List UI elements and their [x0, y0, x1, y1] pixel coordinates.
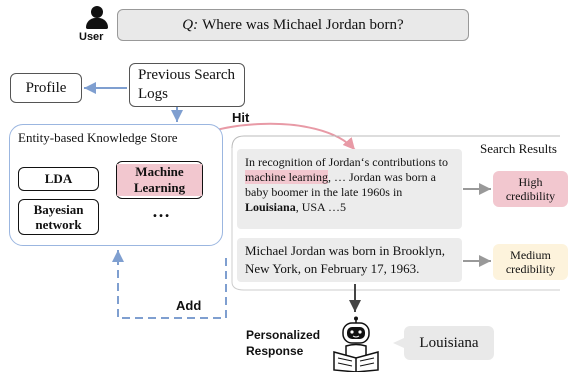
search-results-bracket-lower — [231, 148, 560, 291]
add-feedback-arrow — [112, 250, 227, 319]
knowledge-store-title: Entity-based Knowledge Store — [18, 130, 178, 145]
user-icon — [91, 6, 103, 18]
query-text: Where was Michael Jordan born? — [202, 16, 404, 33]
personalized-response-label: Personalized Response — [246, 328, 321, 358]
query-prefix: Q: — [182, 16, 199, 33]
entity-lda: LDA — [18, 167, 99, 191]
bold-louisiana: Louisiana — [245, 200, 296, 214]
entity-ellipsis: … — [152, 201, 170, 221]
profile-label: Profile — [25, 79, 67, 96]
search-logs-label: Previous Search Logs — [138, 67, 236, 102]
medium-credibility-badge: Medium credibility — [493, 244, 568, 280]
user-avatar — [85, 6, 109, 32]
answer-bubble: Louisiana — [404, 326, 494, 360]
highlight-machine-learning: machine learning — [245, 170, 328, 184]
knowledge-store: Entity-based Knowledge Store LDA Machine… — [9, 124, 223, 246]
robot-reading-icon — [333, 316, 379, 372]
search-result-1: In recognition of Jordan‘s contributions… — [237, 149, 462, 229]
profile-box: Profile — [10, 73, 82, 103]
add-label: Add — [176, 298, 202, 313]
search-logs-box: Previous Search Logs — [129, 63, 245, 107]
search-results-title: Search Results — [480, 141, 557, 156]
high-credibility-badge: High credibility — [493, 171, 568, 207]
user-label: User — [79, 31, 104, 43]
entity-machine-learning: Machine Learning — [116, 161, 203, 199]
search-result-2: Michael Jordan was born in Brooklyn, New… — [237, 238, 462, 282]
hit-label: Hit — [232, 110, 250, 125]
answer-text: Louisiana — [419, 334, 479, 351]
search-results-bracket — [231, 135, 560, 149]
query-box: Q: Where was Michael Jordan born? — [117, 9, 469, 41]
entity-bayesian-network: Bayesian network — [18, 199, 99, 235]
